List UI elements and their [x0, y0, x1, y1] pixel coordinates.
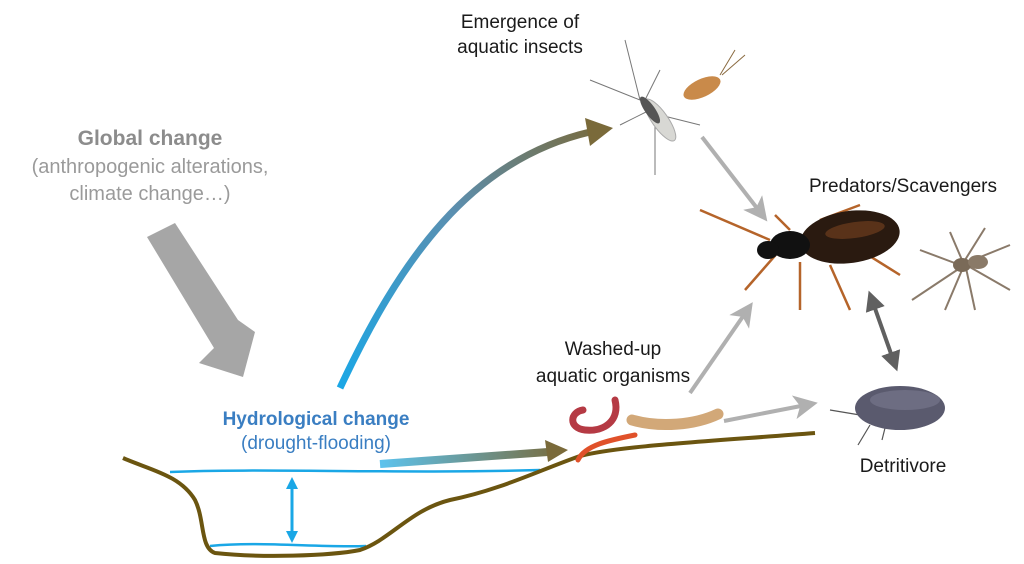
washed-up-to-predators-arrow — [688, 302, 753, 395]
emergence-arrow — [336, 128, 591, 390]
global-change-line-2: climate change…) — [69, 183, 230, 205]
washed-up-label-2: aquatic organisms — [536, 366, 690, 387]
washed-up-label-1: Washed-up — [565, 339, 661, 360]
hydrological-subtitle: (drought-flooding) — [241, 433, 391, 454]
washed-up-arrow — [379, 448, 549, 468]
global-change-title: Global change — [78, 127, 223, 150]
global-change-line-1: (anthropogenic alterations, — [32, 156, 269, 178]
global-change-arrow — [147, 223, 255, 377]
emergence-label-1: Emergence of — [461, 12, 580, 33]
caddis-larva-image — [626, 408, 724, 431]
predators-label: Predators/Scavengers — [809, 176, 997, 197]
hydrological-title: Hydrological change — [223, 409, 410, 430]
woodlouse-image — [829, 386, 945, 446]
riverbank-ground — [122, 431, 816, 558]
emergence-label-2: aquatic insects — [457, 37, 583, 58]
low-water-line — [209, 542, 367, 548]
insects-to-predators-arrow — [700, 135, 768, 222]
detritivore-label: Detritivore — [860, 456, 947, 477]
red-larva-image — [575, 432, 638, 463]
high-water-line — [169, 468, 541, 474]
washed-up-arrowhead — [545, 440, 568, 462]
predator-detritivore-double-arrow — [865, 290, 901, 372]
midge-image — [589, 39, 701, 175]
wolf-spider-image — [911, 227, 1011, 311]
caddisfly-image — [683, 49, 746, 100]
washed-up-to-detritivore-arrow — [723, 395, 818, 423]
emergence-arrowhead — [585, 118, 613, 146]
ground-beetle-image — [699, 203, 901, 311]
bloodworm-image — [569, 396, 620, 434]
